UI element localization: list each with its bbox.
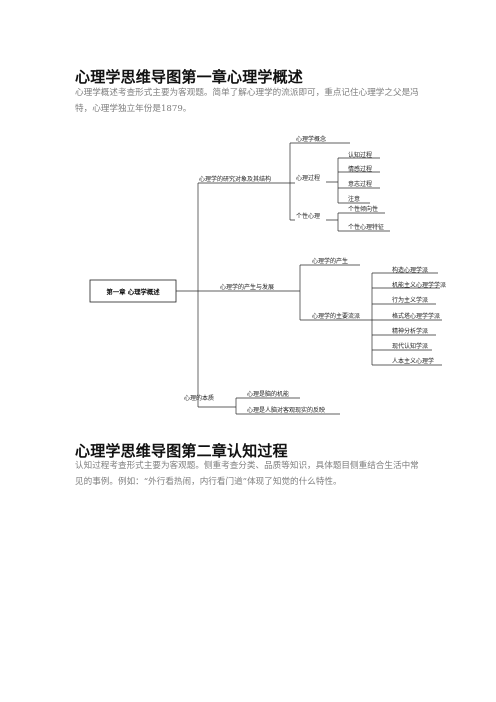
connector-b3 [230,397,340,415]
b1-c2-item4: 注意 [348,195,360,203]
b1-c2-item1: 认知过程 [348,151,372,159]
connector-b2-c2 [371,272,442,366]
b2-c2-item1: 构造心理学派 [392,266,428,274]
connector-b1-c2 [326,157,380,204]
b1-c3-item1: 个性倾向性 [348,205,378,213]
b1-c2-item2: 情感过程 [348,165,372,173]
connector-b1 [289,142,350,221]
b2-c2-item4: 格式塔心理学学派 [392,312,440,320]
root-node: 第一章 心理学概述 [106,287,160,296]
b3-item2: 心理是人脑对客观现实的反映 [247,406,325,414]
chapter2-title: 心理学思维导图第二章认知过程 [75,442,288,460]
connector-b1-c3 [326,212,390,232]
b2-c2-item5: 精神分析学派 [392,327,428,335]
chapter2-desc-line1: 认知过程考查形式主要为客观题。侧重考查分类、品质等知识，具体题目侧重结合生活中常 [75,461,419,471]
b2-c2-item3: 行为主义学派 [392,296,428,304]
branch3-label: 心理的本质 [184,394,214,402]
b2-c2-item2: 机能主义心理学学派 [392,281,446,289]
chapter1-desc-line1: 心理学概述考查形式主要为客观题。简单了解心理学的流派即可，重点记住心理学之父是冯 [75,88,419,98]
branch2-label: 心理学的产生与发展 [220,283,274,291]
chapter1-title: 心理学思维导图第一章心理学概述 [75,68,304,86]
b2-c2-item6: 现代认知学派 [392,342,428,350]
b1-c2-item3: 意志过程 [348,180,372,188]
chapter2-desc-line2: 见的事例。例如：“外行看热闹，内行看门道”体现了知觉的什么特性。 [75,477,342,487]
connector-root [176,182,290,408]
b1-c3: 个性心理 [296,212,320,220]
b1-c1: 心理学概念 [296,135,326,143]
connector-b2 [290,264,372,321]
b2-c2: 心理学的主要流派 [312,312,360,320]
b2-c2-item7: 人本主义心理学 [392,357,434,365]
b2-c1: 心理学的产生 [312,257,348,265]
chapter2-description: 认知过程考查形式主要为客观题。侧重考查分类、品质等知识，具体题目侧重结合生活中常… [75,458,420,490]
branch1-label: 心理学的研究对象及其结构 [199,175,271,183]
chapter1-description: 心理学概述考查形式主要为客观题。简单了解心理学的流派即可，重点记住心理学之父是冯… [75,85,420,117]
b1-c3-item2: 个性心理特征 [348,223,384,231]
b1-c2: 心理过程 [296,174,320,182]
chapter1-desc-line2: 特，心理学独立年份是1879。 [75,104,192,114]
b3-item1: 心理是脑的机能 [247,390,289,398]
